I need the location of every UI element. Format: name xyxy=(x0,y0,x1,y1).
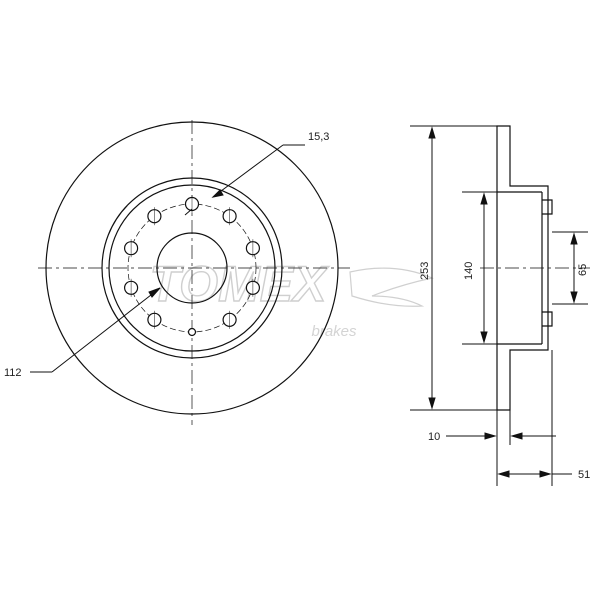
center-bore xyxy=(156,232,228,304)
watermark-brand: TOMEX xyxy=(150,256,330,312)
outer-diameter-dimension xyxy=(410,125,497,411)
outer-diameter-label: 253 xyxy=(419,262,431,280)
total-height-dimension xyxy=(496,350,572,486)
hole-diameter-leader-inner xyxy=(184,208,193,216)
hub-bore-notch-top xyxy=(542,199,553,215)
outer-diameter-arrow-bottom xyxy=(428,397,436,410)
bolt-circle-callout xyxy=(30,287,161,373)
center-bore-dimension xyxy=(552,231,588,305)
bolt-circle-leader-diagonal xyxy=(51,287,161,373)
hub-bore-notch-bottom xyxy=(542,311,553,327)
hub-inner-circle xyxy=(108,184,276,352)
disc-front-view xyxy=(38,120,350,425)
center-bore-arrow-top xyxy=(570,232,578,245)
watermark: TOMEX brakes xyxy=(149,255,434,340)
bolt-circle-label: 112 xyxy=(4,367,22,379)
hub-diameter-dimension xyxy=(462,191,497,345)
watermark-tagline: brakes xyxy=(311,323,357,340)
total-height-label: 51 xyxy=(578,469,590,481)
total-height-arrow-right xyxy=(539,470,552,478)
disc-thickness-label: 10 xyxy=(428,431,440,443)
hole-diameter-arrow xyxy=(211,189,224,198)
outer-rim xyxy=(45,121,339,415)
disc-thickness-arrow-left xyxy=(484,432,497,440)
hub-diameter-label: 140 xyxy=(463,262,475,280)
center-bore-arrow-bottom xyxy=(570,291,578,304)
total-height-arrow-left xyxy=(497,470,510,478)
hole-diameter-label: 15,3 xyxy=(308,131,329,143)
bolt-holes xyxy=(124,195,260,337)
bolt-circle-arrow xyxy=(148,287,161,298)
disc-profile xyxy=(496,125,549,411)
outer-diameter-arrow-top xyxy=(428,126,436,139)
watermark-swoosh xyxy=(349,267,434,307)
center-bore-label: 65 xyxy=(577,264,589,276)
locating-hole xyxy=(187,327,197,337)
hub-diameter-arrow-top xyxy=(480,192,488,205)
disc-thickness-dimension xyxy=(446,410,556,445)
hole-diameter-leader-diagonal xyxy=(212,144,284,198)
hole-diameter-callout xyxy=(184,144,305,216)
hub-outer-circle xyxy=(101,177,283,359)
disc-thickness-arrow-right xyxy=(510,432,523,440)
hub-diameter-arrow-bottom xyxy=(480,331,488,344)
disc-side-view xyxy=(480,125,590,411)
